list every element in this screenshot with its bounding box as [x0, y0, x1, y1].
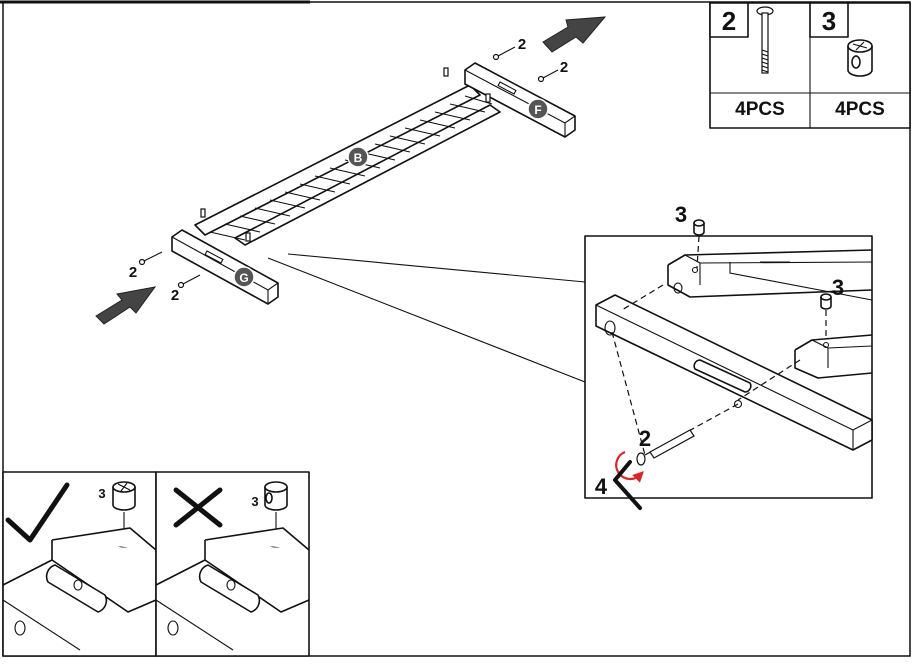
- svg-text:G: G: [239, 271, 248, 285]
- cross-mark-icon: [173, 487, 223, 528]
- part-number-3: 3: [822, 6, 836, 36]
- detail-cam-nut-top: [693, 219, 705, 236]
- detail-bolt-callout: 2: [639, 426, 651, 451]
- end-rail-g: [171, 229, 279, 305]
- rail-f-slot: [497, 81, 517, 95]
- side-rail-front: [234, 104, 501, 246]
- svg-text:B: B: [354, 151, 363, 165]
- bolt-top-right-2: [537, 69, 559, 83]
- wrong-cam-nut: [264, 481, 288, 511]
- bolt-callout-bl2: 2: [171, 287, 179, 304]
- end-rail-f: [464, 62, 576, 138]
- detail-nut-callout-top: 3: [675, 202, 687, 227]
- svg-text:F: F: [534, 103, 541, 117]
- direction-arrow-bottom: [95, 286, 157, 325]
- bolt-top-right-1: [492, 46, 516, 61]
- bolt-bottom-left-2: [177, 274, 201, 289]
- detail-panel: 3 3 2 4: [584, 202, 873, 510]
- detail-tool-callout: 4: [595, 474, 608, 499]
- detail-nut-callout-right: 3: [832, 275, 844, 300]
- part-2-quantity: 4PCS: [735, 99, 785, 120]
- correct-cam-nut: [112, 481, 136, 511]
- detail-slot: [693, 359, 752, 393]
- check-mark-icon: [5, 482, 70, 543]
- parts-box: 2 3 4PCS 4PCS: [709, 2, 911, 129]
- rail-g-slot: [204, 250, 224, 264]
- bolt-icon: [756, 6, 774, 74]
- bolt-bottom-left-1: [138, 251, 163, 266]
- bolt-callout-tr1: 2: [518, 36, 526, 53]
- wrong-slot: [198, 564, 261, 613]
- detail-bolt-hole-front: [604, 320, 616, 336]
- cam-nut-icon: [847, 39, 873, 77]
- bolt-callout-tr2: 2: [560, 59, 568, 76]
- part-number-2: 2: [722, 6, 736, 36]
- side-rail-back: [194, 84, 481, 236]
- detail-bolt-hole-side: [733, 399, 743, 409]
- rotation-arrow: [615, 450, 644, 483]
- rail-label-f: F: [527, 98, 549, 120]
- bolt-callout-bl1: 2: [129, 264, 137, 281]
- rail-label-b: B: [347, 146, 369, 168]
- slats: [209, 95, 493, 241]
- rail-label-g: G: [233, 266, 255, 288]
- wrong-orientation-panel: 3: [155, 471, 310, 657]
- main-assembly: B F G 2 2 2 2: [95, 16, 607, 383]
- allen-key: [613, 460, 642, 510]
- detail-cam-nut-right: [820, 293, 832, 310]
- correct-nut-callout: 3: [98, 486, 105, 501]
- correct-slot: [45, 564, 108, 613]
- cam-nuts-main: [200, 67, 491, 242]
- leader-line-lower: [267, 257, 586, 383]
- wrong-nut-callout: 3: [251, 494, 258, 509]
- direction-arrow-top: [542, 16, 607, 53]
- detail-bolt: [636, 429, 695, 466]
- part-3-quantity: 4PCS: [835, 99, 885, 120]
- correct-orientation-panel: 3: [2, 471, 157, 657]
- leader-line-upper: [287, 253, 586, 283]
